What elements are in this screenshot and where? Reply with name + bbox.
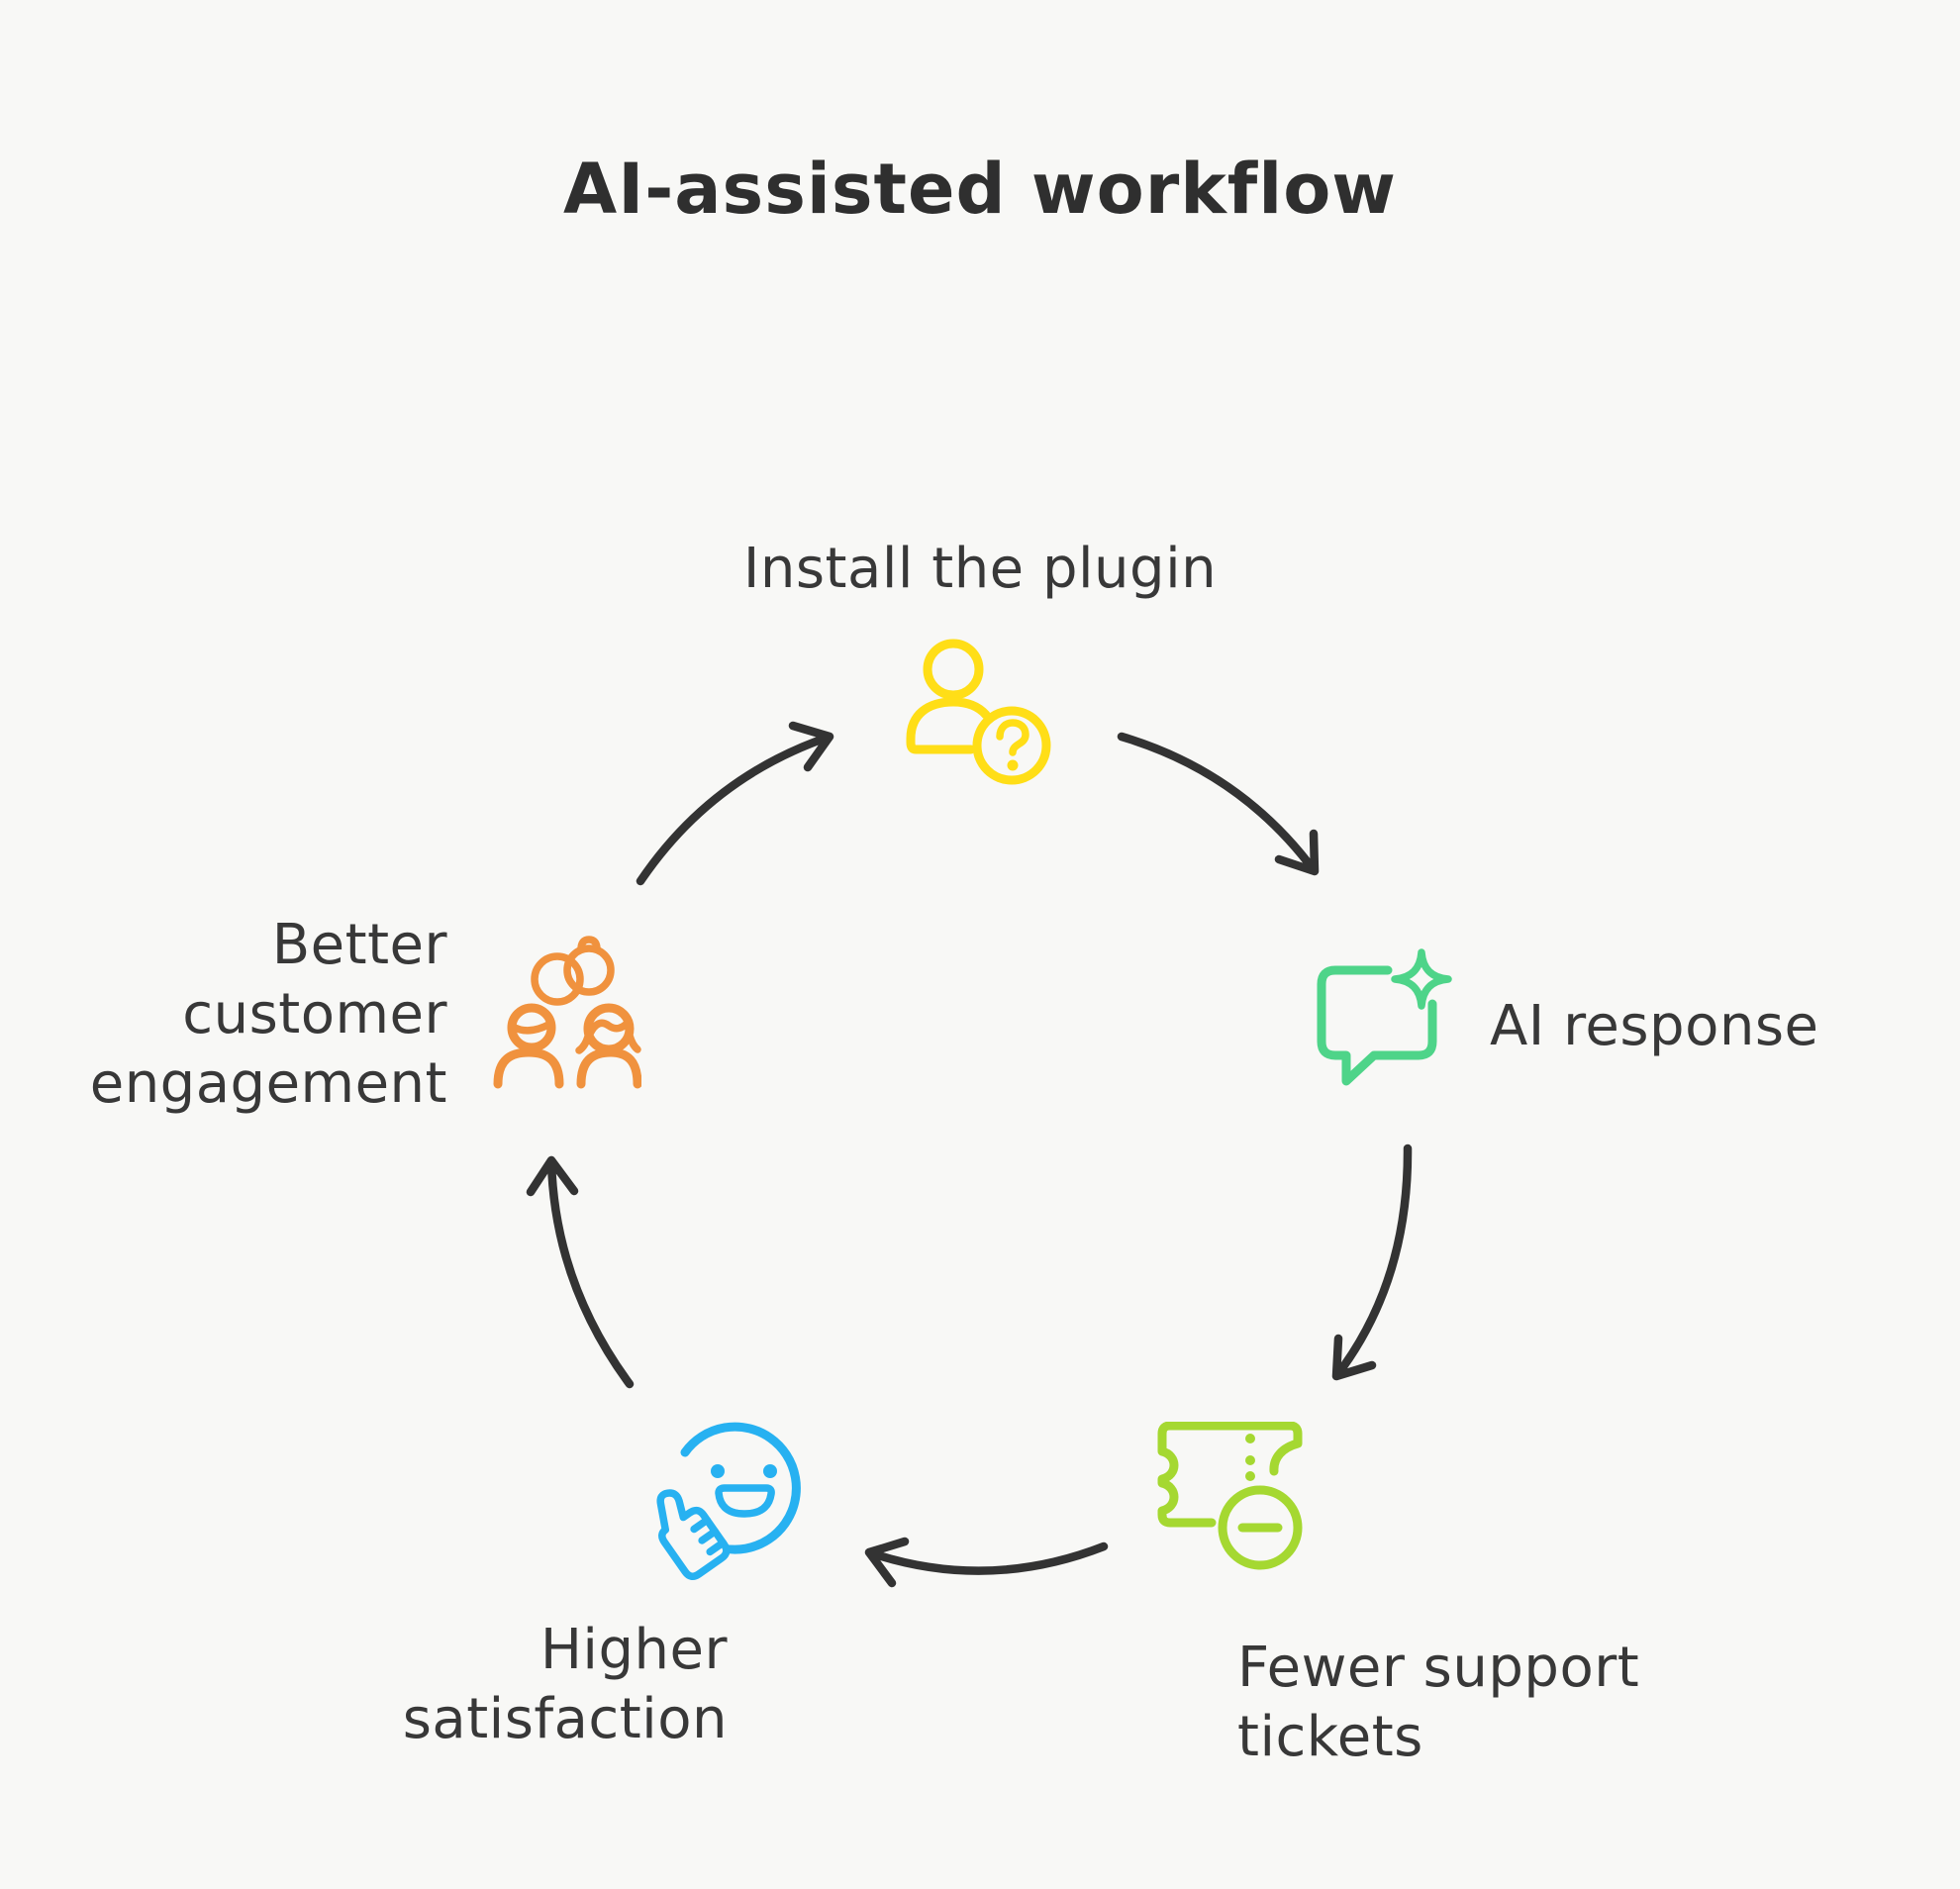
perforation-dot <box>1245 1455 1255 1465</box>
node-label-better-engagement: Better customer engagement <box>89 913 447 1116</box>
people-rings-icon <box>493 936 641 1089</box>
arrow-ai-response-to-fewer-tickets <box>1331 1143 1413 1381</box>
smiley-eye-left <box>711 1464 725 1478</box>
chat-sparkle-icon <box>1317 948 1452 1086</box>
woman-hair-flicks <box>575 1032 641 1054</box>
arrow-install-to-ai-response <box>1117 732 1320 876</box>
question-mark <box>996 719 1029 756</box>
perforation-dot <box>1245 1434 1255 1443</box>
smiley-eye-right <box>763 1464 777 1478</box>
arrow-fewer-tickets-to-higher-satisfaction <box>864 1537 1109 1588</box>
woman-shoulders <box>576 1047 641 1089</box>
man-hair <box>509 1020 554 1035</box>
man-shoulders <box>493 1047 564 1089</box>
ticket-minus-icon <box>1157 1422 1303 1570</box>
ring-knob <box>577 936 601 953</box>
ring-left <box>531 952 584 1006</box>
ticket-left-bottom <box>1157 1422 1217 1528</box>
arrow-higher-satisfaction-to-better-engagement <box>526 1155 635 1389</box>
ring-right <box>563 944 615 996</box>
node-label-install: Install the plugin <box>742 537 1218 601</box>
perforation-dot <box>1245 1471 1255 1481</box>
smiley-face-outline <box>680 1422 801 1554</box>
sparkle <box>1391 948 1452 1010</box>
smiley-thumbs-up-icon <box>656 1422 801 1580</box>
woman-fringe <box>586 1018 633 1038</box>
speech-bubble <box>1317 965 1437 1086</box>
diagram-title: AI-assisted workflow <box>563 149 1397 230</box>
user-question-icon <box>906 639 1051 785</box>
finger-lines <box>690 1516 728 1556</box>
node-label-higher-satisfaction: Higher satisfaction <box>402 1618 728 1751</box>
ticket-top-right <box>1165 1422 1303 1476</box>
node-label-ai-response: AI response <box>1490 994 1819 1058</box>
smiley-mouth <box>715 1484 775 1518</box>
minus-circle <box>1218 1485 1303 1570</box>
node-label-fewer-tickets: Fewer support tickets <box>1237 1636 1640 1769</box>
person-body <box>906 697 991 754</box>
arrow-better-engagement-to-install <box>636 721 834 886</box>
person-head <box>923 639 984 700</box>
question-circle <box>972 706 1051 785</box>
question-dot <box>1007 759 1019 771</box>
